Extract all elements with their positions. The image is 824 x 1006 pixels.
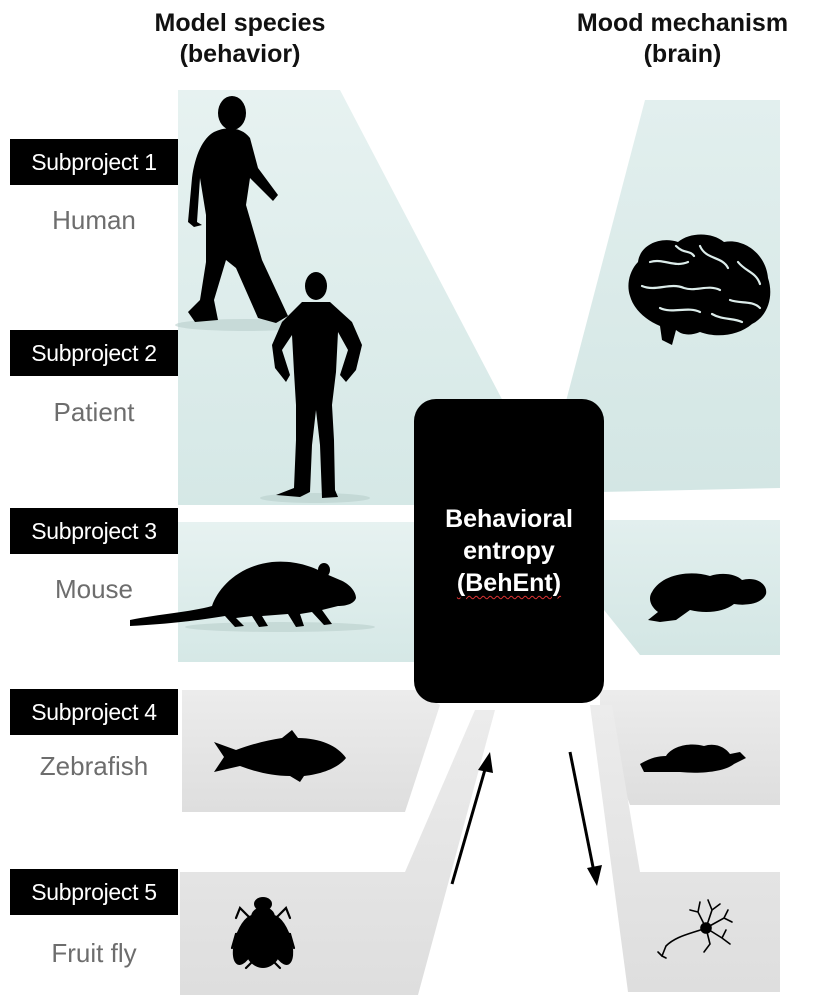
- subproject-4-badge: Subproject 4: [10, 689, 178, 735]
- mouse-icon: [130, 561, 356, 627]
- subproject-2-species: Patient: [53, 397, 135, 427]
- center-line: Behavioral: [445, 505, 573, 533]
- fish-brain-icon: [640, 744, 746, 773]
- column-title-model-species: Model species (behavior): [120, 8, 360, 70]
- column-title-line: (behavior): [179, 40, 301, 68]
- subproject-1-species: Human: [52, 205, 136, 235]
- column-title-line: (brain): [643, 40, 722, 68]
- fly-icon: [230, 897, 296, 970]
- subproject-3-species: Mouse: [54, 574, 134, 604]
- subproject-5-badge: Subproject 5: [10, 869, 178, 915]
- ground-shadow: [185, 622, 375, 632]
- neuron-icon: [657, 899, 733, 959]
- subproject-4-species: Zebrafish: [39, 751, 149, 781]
- subproject-2-badge: Subproject 2: [10, 330, 178, 376]
- arrow-down-icon: [568, 751, 602, 886]
- subproject-3-badge: Subproject 3: [10, 508, 178, 554]
- column-title-line: Model species: [154, 9, 326, 37]
- standing-person-icon: [272, 272, 362, 498]
- brain-icon: [628, 234, 771, 345]
- fish-icon: [214, 730, 346, 782]
- column-title-line: Mood mechanism: [576, 9, 789, 37]
- mouse-brain-icon: [648, 573, 767, 622]
- left-panel-human-patient: [178, 90, 505, 505]
- arrow-up-icon: [450, 752, 493, 885]
- right-panel-fruitfly: [590, 705, 780, 992]
- center-line: (BehEnt): [456, 569, 562, 597]
- behavioral-entropy-box: Behavioral entropy (BehEnt): [414, 399, 604, 703]
- column-title-mood-mechanism: Mood mechanism (brain): [545, 8, 820, 70]
- center-line: entropy: [463, 537, 555, 565]
- ground-shadow: [260, 493, 370, 503]
- subproject-1-badge: Subproject 1: [10, 139, 178, 185]
- subproject-5-species: Fruit fly: [51, 938, 137, 968]
- walking-person-icon: [188, 96, 288, 323]
- behavioral-entropy-label: Behavioral entropy (BehEnt): [445, 503, 573, 599]
